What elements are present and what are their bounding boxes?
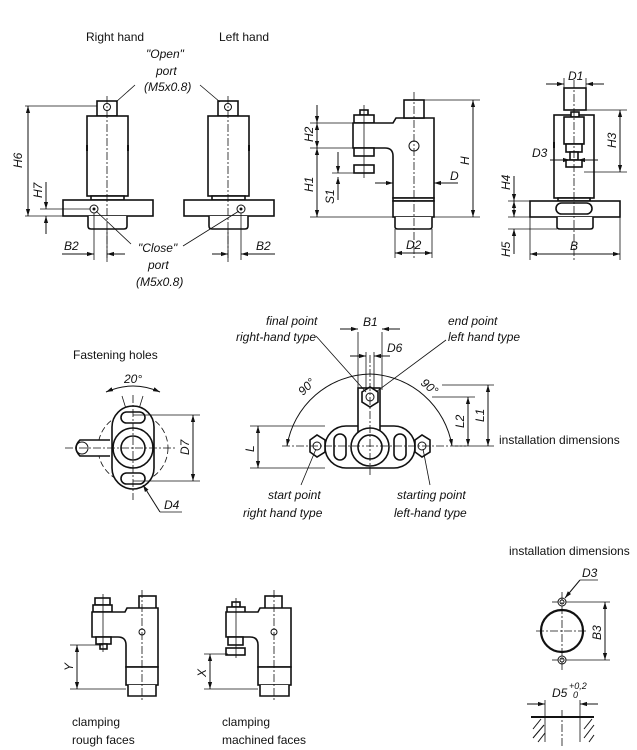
svg-text:(M5x0.8): (M5x0.8) [136, 275, 183, 289]
dim-l1: L1 [473, 409, 487, 422]
dim-x: X [195, 668, 209, 678]
svg-text:port: port [147, 258, 169, 272]
dim-b2-left: B2 [64, 239, 79, 253]
svg-text:right-hand type: right-hand type [236, 330, 316, 344]
dim-h1: H1 [302, 177, 316, 192]
dim-h3: H3 [605, 132, 619, 148]
close-port-note: "Close" port (M5x0.8) [95, 210, 240, 289]
clamping-machined-faces-view: X clamping machined faces [195, 590, 306, 747]
dim-s1: S1 [323, 189, 337, 204]
dim-y: Y [62, 662, 76, 671]
angle-20: 20° [123, 372, 142, 386]
fastening-holes-title: Fastening holes [73, 348, 158, 362]
svg-text:starting point: starting point [397, 488, 466, 502]
svg-text:port: port [155, 64, 177, 78]
dim-d3-install: D3 [582, 566, 598, 580]
dim-d5-upper-tol: +0,2 [569, 681, 587, 691]
dim-b2-right: B2 [256, 239, 271, 253]
fastening-holes-view: Fastening holes 20° D7 D4 [65, 348, 200, 513]
dim-b1: B1 [363, 315, 378, 329]
cylinder-body [86, 115, 129, 197]
installation-dimensions-label: installation dimensions [499, 433, 620, 447]
dim-h: H [458, 156, 472, 165]
installation-dimensions-title: installation dimensions [509, 544, 630, 558]
flange [183, 199, 275, 217]
dim-d5-lower-tol: 0 [573, 690, 578, 700]
svg-text:left-hand type: left-hand type [394, 506, 467, 520]
svg-text:left hand type: left hand type [448, 330, 520, 344]
dim-d7: D7 [178, 438, 192, 455]
front-view-left-hand: Left hand B2 [183, 30, 275, 262]
clamping-rough-faces-view: Y clamping rough faces [62, 590, 159, 747]
svg-text:(M5x0.8): (M5x0.8) [144, 80, 191, 94]
dim-h5: H5 [499, 241, 513, 257]
open-port-note: "Open" port (M5x0.8) [115, 47, 221, 103]
svg-text:clamping: clamping [222, 715, 270, 729]
dim-h7: H7 [31, 181, 45, 198]
angle-90-left: 90° [295, 375, 318, 398]
dim-d1: D1 [568, 69, 583, 83]
svg-text:rough faces: rough faces [72, 733, 135, 747]
dim-d: D [450, 169, 459, 183]
svg-text:"Close": "Close" [138, 241, 178, 255]
right-hand-label: Right hand [86, 30, 144, 44]
dim-d2: D2 [406, 238, 422, 252]
dim-h2: H2 [302, 126, 316, 142]
rear-view: D1 H3 D3 H4 H5 B [499, 69, 627, 262]
svg-text:final point: final point [266, 314, 318, 328]
svg-text:start point: start point [268, 488, 321, 502]
dim-d3: D3 [532, 146, 548, 160]
svg-text:end point: end point [448, 314, 498, 328]
dim-h4: H4 [499, 174, 513, 190]
svg-text:machined faces: machined faces [222, 733, 306, 747]
angle-90-right: 90° [418, 376, 441, 399]
installation-dimensions-view: installation dimensions D3 B3 D5 +0,2 0 [509, 544, 630, 746]
dim-d4: D4 [164, 498, 180, 512]
svg-text:right hand type: right hand type [243, 506, 323, 520]
dim-h6: H6 [11, 152, 25, 168]
dim-d5: D5 [552, 686, 568, 700]
left-hand-label: Left hand [219, 30, 269, 44]
flange [62, 199, 154, 217]
swing-range-view: final point right-hand type end point le… [236, 314, 620, 520]
dim-l2: L2 [453, 414, 467, 428]
dim-b: B [570, 239, 578, 253]
dim-b3: B3 [590, 625, 604, 640]
svg-text:"Open": "Open" [146, 47, 185, 61]
dim-d6: D6 [387, 341, 403, 355]
dim-l: L [243, 445, 257, 452]
side-view: H2 H1 S1 H D D2 [302, 92, 480, 258]
cylinder-body [207, 115, 250, 197]
svg-text:clamping: clamping [72, 715, 120, 729]
front-view-right-hand: Right hand H6 H7 B2 [11, 30, 154, 262]
